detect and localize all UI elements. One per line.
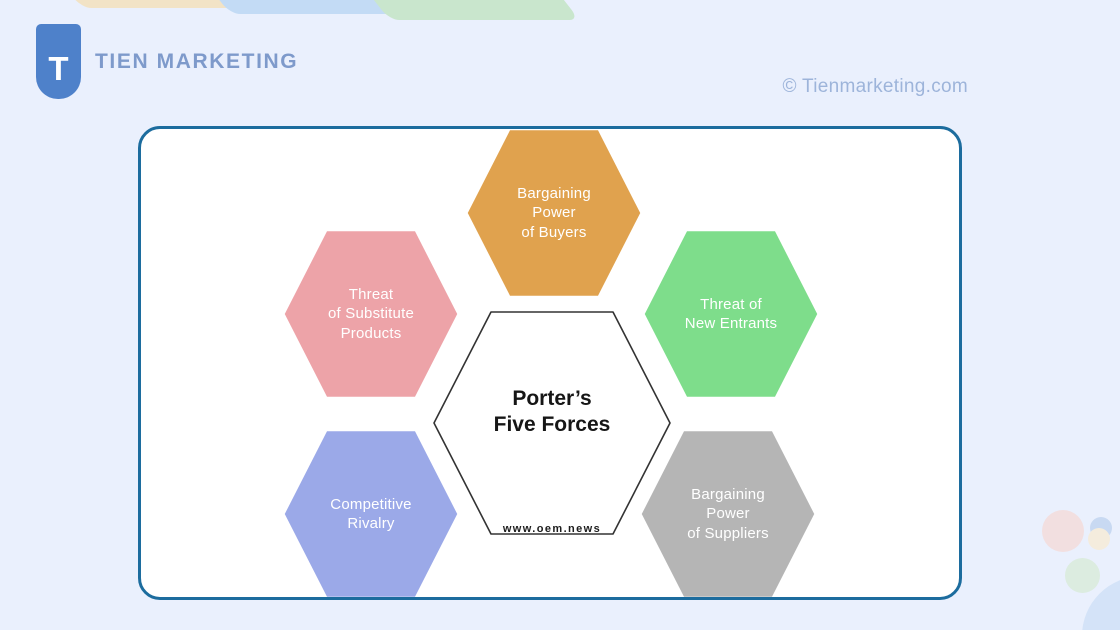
force-label-line: Rivalry <box>347 515 395 532</box>
force-label-line: of Buyers <box>521 223 587 241</box>
force-hexagon-threat-of-substitute-products[interactable]: Threat of Substitute Products <box>284 231 458 397</box>
force-label: Competitive Rivalry <box>330 495 411 533</box>
force-label-line: Bargaining <box>517 185 591 203</box>
force-label-line: Power <box>706 505 750 523</box>
decorative-dot-green <box>1065 558 1100 593</box>
copyright-text: © Tienmarketing.com <box>782 76 968 97</box>
force-label-line: Products <box>340 324 402 342</box>
force-label-line: of Suppliers <box>687 524 769 542</box>
force-label-line: Threat of <box>700 295 762 313</box>
force-hexagon-bargaining-power-of-suppliers[interactable]: Bargaining Power of Suppliers <box>641 431 815 597</box>
force-label-line: of Substitute <box>328 305 414 323</box>
brand-name: TIEN MARKETING <box>95 49 299 73</box>
force-label-line: New Entrants <box>684 315 778 332</box>
center-title-line1: Porter’s <box>512 387 592 410</box>
logo-letter: T <box>48 50 69 87</box>
decorative-dot-pink <box>1042 510 1084 552</box>
decorative-dot-cream <box>1088 528 1110 550</box>
brand-logo: T TIEN MARKETING <box>36 24 298 99</box>
force-label: Threat of New Entrants <box>685 295 777 333</box>
force-hexagon-bargaining-power-of-buyers[interactable]: Bargaining Power of Buyers <box>467 130 641 296</box>
source-url: www.oem.news <box>502 523 602 535</box>
decorative-dot-blue-small <box>1090 517 1112 539</box>
force-label-line: Threat <box>348 286 394 304</box>
shield-icon: T <box>36 24 81 99</box>
force-label-line: Power <box>532 204 576 222</box>
center-title: Porter’s Five Forces <box>430 386 674 437</box>
force-label: Bargaining Power of Suppliers <box>687 485 769 543</box>
force-label: Bargaining Power of Buyers <box>517 184 591 242</box>
force-hexagon-competitive-rivalry[interactable]: Competitive Rivalry <box>284 431 458 597</box>
center-hexagon[interactable]: Porter’s Five Forces <box>430 308 674 538</box>
force-label-line: Bargaining <box>691 486 765 504</box>
page-header: T TIEN MARKETING © Tienmarketing.com <box>0 0 1120 120</box>
force-label-line: Competitive <box>330 495 412 513</box>
force-label: Threat of Substitute Products <box>328 285 414 343</box>
force-hexagon-threat-of-new-entrants[interactable]: Threat of New Entrants <box>644 231 818 397</box>
hexagon-outline-icon <box>433 311 671 535</box>
decorative-dot-blue-large <box>1082 576 1120 630</box>
center-title-line2: Five Forces <box>493 412 611 436</box>
